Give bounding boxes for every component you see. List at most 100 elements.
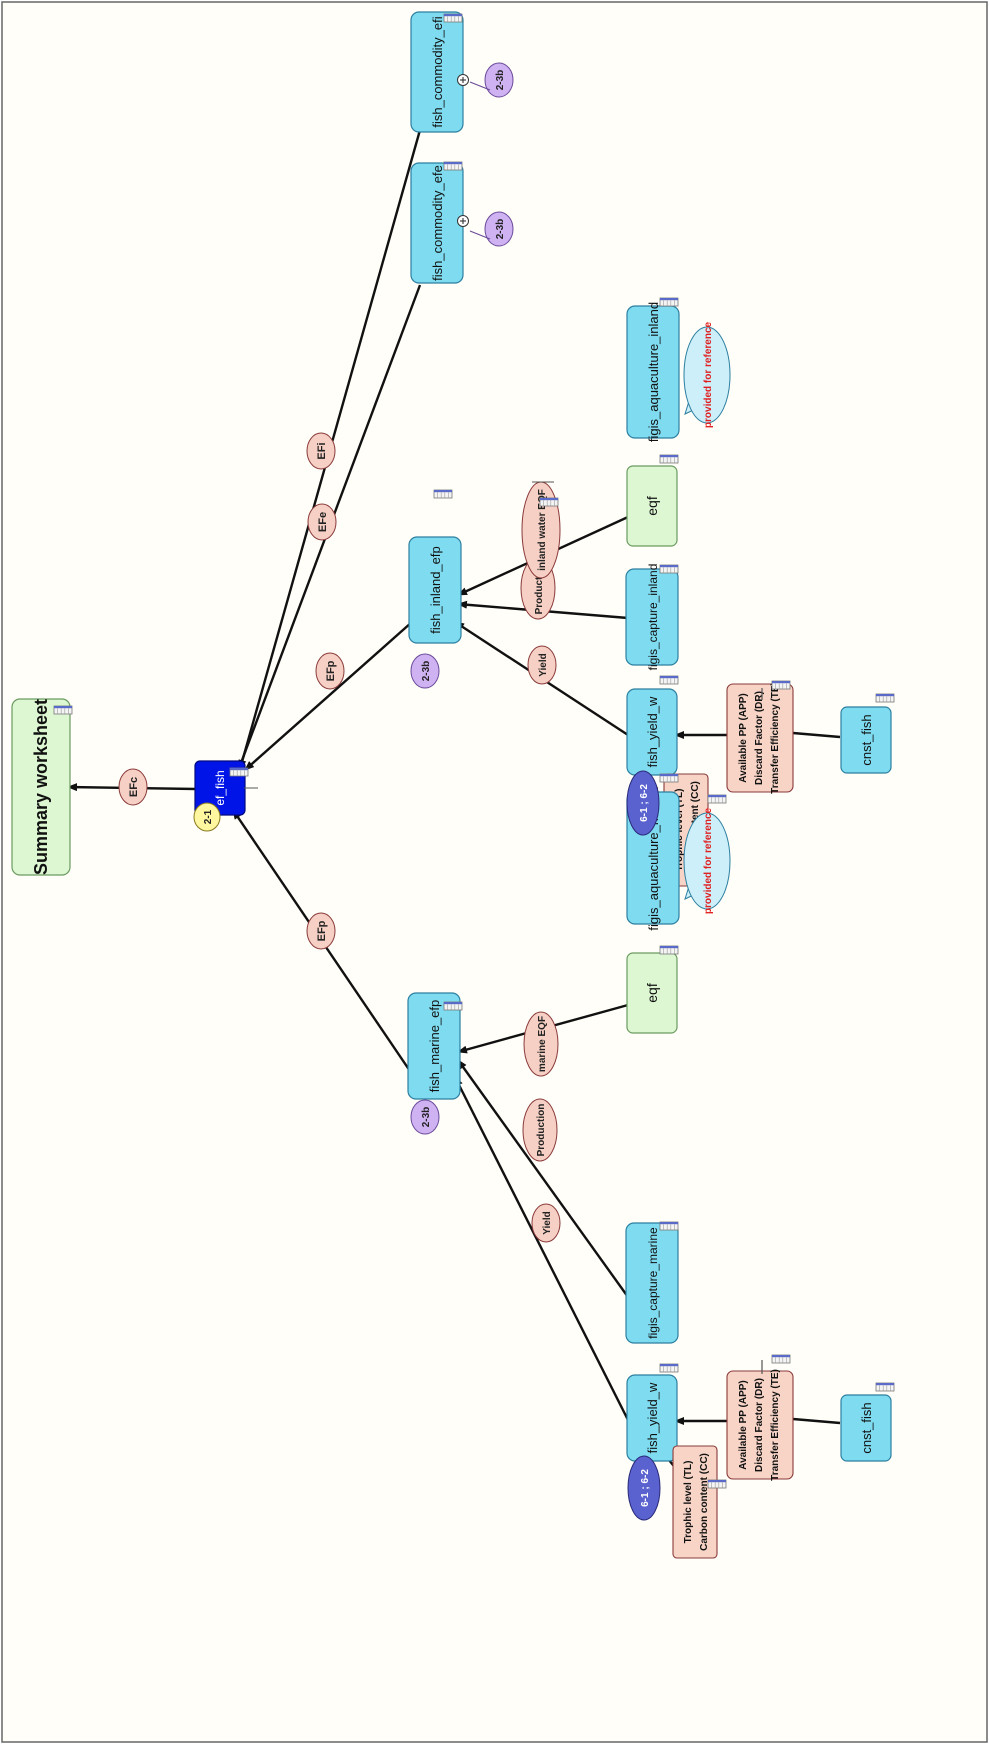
edge-label-efp-marine: EFp <box>306 912 336 950</box>
badge-ef-fish-text: 2-1 <box>203 809 214 824</box>
table-icon[interactable] <box>53 705 73 715</box>
node-figis-capture-marine[interactable]: figis_capture_marine <box>625 1222 679 1344</box>
node-ef-fish-label: ef_fish <box>213 770 227 805</box>
node-figis-capture-inland[interactable]: figis_capture_inland <box>625 564 679 671</box>
node-figis-capture-marine-label: figis_capture_marine <box>646 1227 660 1339</box>
badge-inland-efp: 2-3b <box>410 653 440 689</box>
node-fish-commodity-efe-label: fish_commodity_efe <box>430 165 445 281</box>
node-figis-aquaculture-inland-label: figis_aquaculture_inland <box>646 302 661 442</box>
badge-yield-inland: 6-1 ; 6-2 <box>626 770 660 836</box>
edge-label-marine-eqf-text: marine EQF <box>537 1016 548 1072</box>
table-icon[interactable] <box>875 693 895 703</box>
callout-inland-text: provided for reference <box>703 321 714 428</box>
node-params-inland-line-2: Discard Factor (DR) <box>754 691 765 785</box>
node-figis-aquaculture-inland[interactable]: figis_aquaculture_inland <box>626 302 680 442</box>
badge-yield-marine: 6-1 ; 6-2 <box>627 1455 661 1521</box>
callout-marine-text: provided for reference <box>703 807 714 914</box>
edge-label-production-inland-text: Production <box>534 562 545 615</box>
edge-cnst-to-params-inland <box>792 731 841 739</box>
table-icon[interactable] <box>659 773 679 783</box>
node-trophic-marine-line-2: Carbon content (CC) <box>699 1453 710 1551</box>
edge-cnst-to-params-marine <box>792 1417 841 1425</box>
table-icon-layer <box>53 13 895 1489</box>
node-params-marine[interactable]: Available PP (APP) Discard Factor (DR) T… <box>726 1369 794 1481</box>
edge-label-efc: EFc <box>118 768 148 806</box>
edge-label-inland-water-eqf: inland water EQF <box>521 481 561 579</box>
badge-efe-text: 2-3b <box>495 219 506 240</box>
badge-efe-pointer <box>469 230 491 240</box>
table-icon[interactable] <box>659 1221 679 1231</box>
node-fish-yield-w-marine[interactable]: fish_yield_w <box>626 1374 678 1462</box>
edge-label-marine-eqf: marine EQF <box>523 1011 559 1077</box>
node-fish-commodity-efi[interactable]: fish_commodity_efi <box>410 11 464 133</box>
badge-yield-inland-text: 6-1 ; 6-2 <box>639 784 650 822</box>
badge-efe: 2-3b <box>484 211 514 247</box>
node-eqf-marine-label: eqf <box>644 983 660 1003</box>
plus-circle-icon[interactable] <box>457 215 469 227</box>
edge-label-efp-marine-text: EFp <box>316 920 328 941</box>
table-icon[interactable] <box>443 161 463 171</box>
table-icon[interactable] <box>443 1001 463 1011</box>
table-icon[interactable] <box>707 794 727 804</box>
edge-label-efi-text: EFi <box>316 442 328 459</box>
edge-label-production-marine-text: Production <box>536 1104 547 1157</box>
node-params-marine-line-3: Transfer Efficiency (TE) <box>770 1369 781 1481</box>
edge-label-efp-inland: EFp <box>315 652 345 690</box>
table-icon[interactable] <box>659 454 679 464</box>
table-icon[interactable] <box>433 489 453 499</box>
table-icon[interactable] <box>659 297 679 307</box>
badge-marine-efp: 2-3b <box>410 1099 440 1135</box>
badge-efi: 2-3b <box>484 62 514 98</box>
table-icon[interactable] <box>659 564 679 574</box>
node-eqf-marine[interactable]: eqf <box>626 952 678 1034</box>
edge-yield-marine <box>453 1076 630 1421</box>
node-fish-marine-efp-label: fish_marine_efp <box>427 1000 442 1093</box>
node-fish-yield-w-inland-label: fish_yield_w <box>645 696 660 767</box>
node-params-marine-line-1: Available PP (APP) <box>738 1380 749 1469</box>
callout-inland: provided for reference <box>683 321 731 428</box>
edge-inland-efp-to-ef-fish <box>244 621 413 771</box>
edge-label-yield-inland: Yield <box>527 645 557 685</box>
table-icon[interactable] <box>707 1479 727 1489</box>
table-icon[interactable] <box>659 945 679 955</box>
edge-label-efc-text: EFc <box>128 777 140 797</box>
badge-efi-pointer <box>469 81 491 91</box>
badge-inland-efp-text: 2-3b <box>421 661 432 682</box>
node-params-inland[interactable]: Available PP (APP) Discard Factor (DR) T… <box>726 682 794 794</box>
edge-label-inland-water-eqf-text: inland water EQF <box>537 489 548 571</box>
node-summary-worksheet-label: Summary worksheet <box>31 699 51 875</box>
node-fish-inland-efp[interactable]: fish_inland_efp <box>408 536 462 644</box>
node-cnst-fish-marine-label: cnst_fish <box>859 1402 874 1453</box>
node-params-marine-line-2: Discard Factor (DR) <box>754 1378 765 1472</box>
edge-label-yield-marine: Yield <box>531 1203 561 1243</box>
table-icon[interactable] <box>229 767 249 777</box>
node-figis-capture-inland-label: figis_capture_inland <box>646 564 660 671</box>
node-fish-yield-w-inland[interactable]: fish_yield_w <box>626 688 678 776</box>
node-eqf-inland[interactable]: eqf <box>626 465 678 547</box>
badge-ef-fish: 2-1 <box>193 802 221 832</box>
node-cnst-fish-inland-label: cnst_fish <box>859 714 874 765</box>
table-icon[interactable] <box>771 1354 791 1364</box>
plus-circle-icon[interactable] <box>457 74 469 86</box>
node-fish-marine-efp[interactable]: fish_marine_efp <box>407 992 461 1100</box>
edge-label-production-marine: Production <box>522 1098 558 1162</box>
table-icon[interactable] <box>771 680 791 690</box>
node-params-inland-line-3: Transfer Efficiency (TE) <box>770 682 781 794</box>
badge-yield-marine-text: 6-1 ; 6-2 <box>640 1469 651 1507</box>
edge-label-efp-inland-text: EFp <box>325 660 337 681</box>
node-fish-inland-efp-label: fish_inland_efp <box>428 546 443 633</box>
table-icon[interactable] <box>443 13 463 23</box>
node-cnst-fish-inland[interactable]: cnst_fish <box>840 706 892 774</box>
badge-marine-efp-text: 2-3b <box>421 1107 432 1128</box>
node-summary-worksheet[interactable]: Summary worksheet <box>11 698 71 876</box>
node-cnst-fish-marine[interactable]: cnst_fish <box>840 1394 892 1462</box>
table-icon[interactable] <box>659 675 679 685</box>
edge-label-efe: EFe <box>307 503 337 541</box>
node-fish-commodity-efe[interactable]: fish_commodity_efe <box>410 162 464 284</box>
table-icon[interactable] <box>875 1382 895 1392</box>
table-icon[interactable] <box>539 497 559 507</box>
table-icon[interactable] <box>659 1363 679 1373</box>
node-trophic-marine[interactable]: Trophic level (TL) Carbon content (CC) <box>672 1445 718 1559</box>
